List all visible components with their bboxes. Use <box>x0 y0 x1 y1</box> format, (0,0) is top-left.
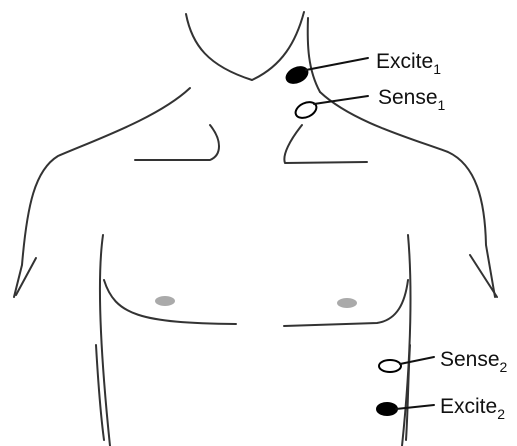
excite-2-label: Excite2 <box>440 395 505 422</box>
sense-1-label-text: Sense <box>378 86 438 109</box>
sense-2-leader-line <box>400 357 434 364</box>
sense-1-electrode <box>293 99 319 121</box>
excite-1-leader-line <box>306 58 368 70</box>
excite-2-label-subscript: 2 <box>497 406 505 422</box>
left-clavicle <box>135 125 219 160</box>
left-nipple <box>155 296 175 306</box>
excite-2-electrode <box>377 403 397 415</box>
left-shoulder-line <box>14 88 190 297</box>
right-arm-lower-line <box>470 255 497 297</box>
excite-1-electrode <box>284 64 310 86</box>
neck-right-side <box>308 18 320 92</box>
right-nipple <box>337 298 357 308</box>
neck-left-line <box>186 14 252 80</box>
sense-2-label: Sense2 <box>440 348 508 375</box>
sense-1-label-subscript: 1 <box>438 97 446 113</box>
sense-1-label: Sense1 <box>378 86 446 113</box>
excite-1-label: Excite1 <box>376 50 441 77</box>
excite-2-leader-line <box>396 405 434 409</box>
sense-1-leader-line <box>314 96 368 104</box>
right-armpit-line <box>402 235 410 446</box>
excite-2-label-text: Excite <box>440 395 497 418</box>
excite-1-label-subscript: 1 <box>433 61 441 77</box>
torso-outline <box>14 12 497 446</box>
sense-2-label-subscript: 2 <box>500 359 508 375</box>
right-shoulder-line <box>320 92 495 297</box>
right-clavicle <box>284 125 367 163</box>
excite-1-label-text: Excite <box>376 50 433 73</box>
sense-2-electrode <box>379 360 401 372</box>
sense-2-label-text: Sense <box>440 348 500 371</box>
